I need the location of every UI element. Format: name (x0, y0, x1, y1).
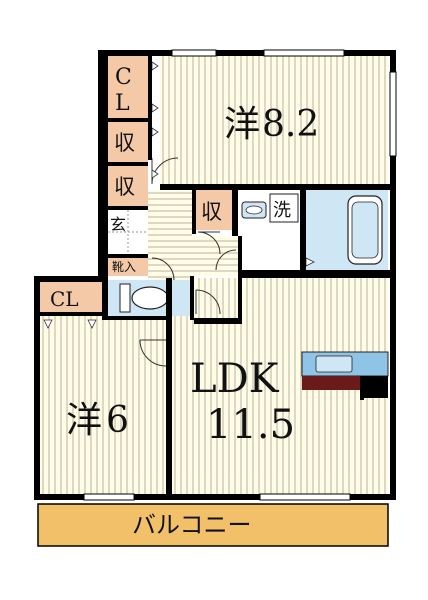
bedroom-west-type: 洋 (66, 400, 102, 441)
hallway-south (192, 236, 238, 276)
closet-north-l: L (115, 91, 130, 116)
closet-west (40, 282, 102, 316)
balcony (37, 503, 389, 547)
storage-1-label: 収 (114, 131, 135, 155)
window-south-1 (83, 493, 135, 501)
window-east-1 (389, 71, 397, 157)
door-arc-bedroom-west (139, 339, 167, 367)
closet-north-cl (108, 56, 148, 118)
bedroom-north-size: 8.2 (262, 104, 319, 145)
door-arc-washroom (215, 249, 237, 271)
storage-3-label: 収 (201, 200, 222, 224)
ldk-type: LDK (190, 356, 280, 402)
storage-2-label: 収 (114, 175, 135, 199)
room-bedroom-west (40, 316, 166, 494)
door-arc-hall (151, 257, 175, 281)
toilet-tank-icon (119, 283, 131, 313)
window-south-2 (259, 493, 351, 501)
closet-north-c: C (115, 65, 132, 90)
window-north-2 (263, 49, 345, 57)
window-north-1 (171, 49, 217, 57)
shoe-storage-label: 靴入 (112, 260, 136, 274)
bedroom-north-type: 洋 (224, 104, 260, 145)
shoe-storage (108, 256, 148, 276)
storage-2 (108, 166, 148, 206)
balcony-label: バルコニー (132, 511, 252, 539)
kitchen-back (302, 376, 362, 390)
laundry-box (269, 193, 299, 223)
entrance-label: 玄 (110, 215, 126, 234)
closet-west-label: CL (50, 287, 79, 311)
storage-3 (196, 190, 232, 230)
bedroom-west-size: 6 (106, 400, 129, 441)
door-arc-toilet (195, 289, 221, 315)
kitchen-sink-icon (315, 355, 353, 373)
laundry-label: 洗 (273, 200, 291, 221)
room-bedroom-north (160, 56, 388, 184)
ldk-size: 11.5 (206, 402, 295, 448)
fridge-space (362, 376, 388, 398)
storage-1 (108, 122, 148, 162)
toilet-bowl-icon (131, 286, 169, 310)
